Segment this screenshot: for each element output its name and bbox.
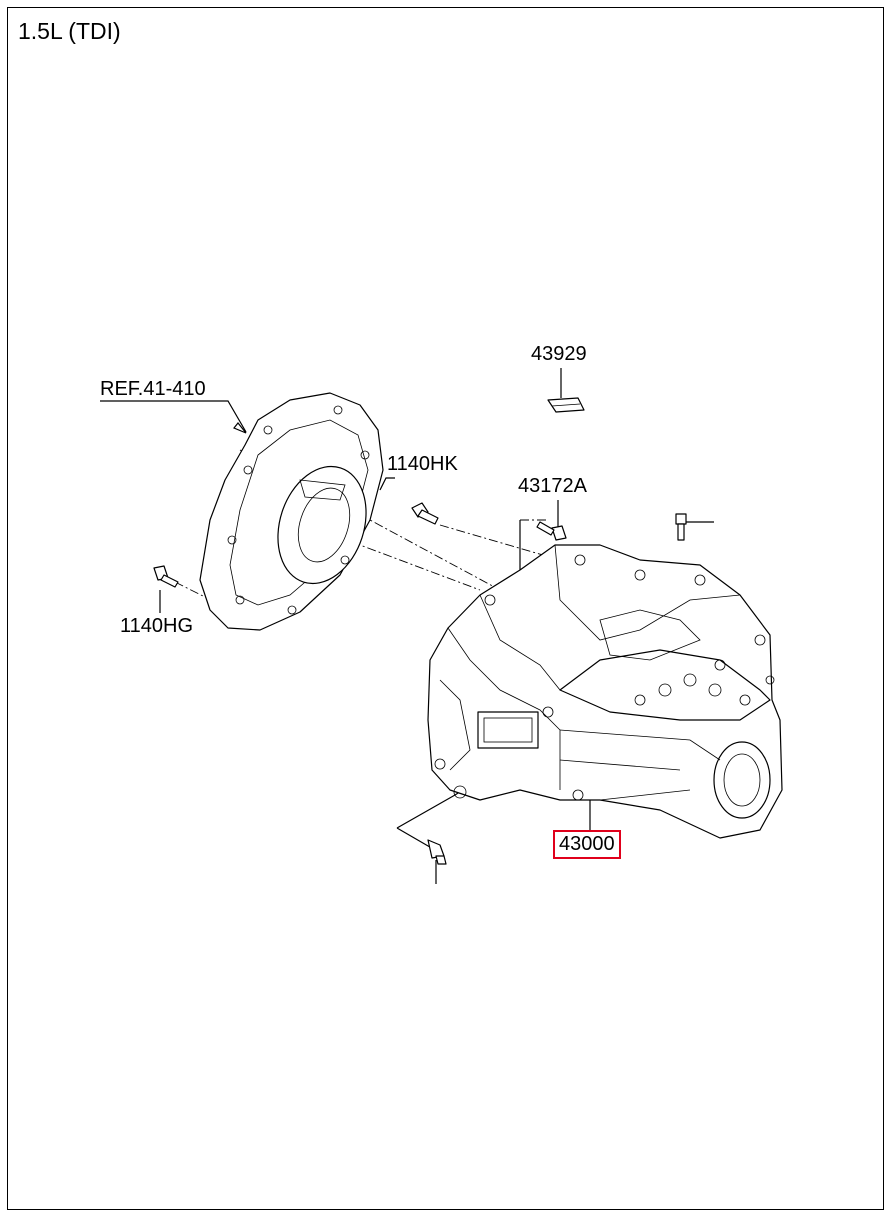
leader-lines — [100, 368, 714, 884]
bolt-1140hk — [411, 502, 439, 525]
transaxle-assembly — [427, 544, 783, 839]
label-ref-41-410: REF.41-410 — [100, 378, 206, 400]
label-1140hk: 1140HK — [387, 453, 458, 475]
bolt-upper-right — [675, 513, 687, 541]
label-1140hg: 1140HG — [120, 615, 194, 637]
label-43172a: 43172A — [518, 475, 587, 497]
clip-43929 — [547, 397, 585, 413]
leader-ref — [100, 400, 247, 433]
leader-1140hk — [379, 477, 395, 491]
bolt-lower — [427, 839, 447, 865]
diagram-title: 1.5L (TDI) — [18, 18, 121, 44]
label-43000-highlighted[interactable]: 43000 — [553, 830, 621, 859]
bolt-43172a — [536, 521, 567, 541]
bolt-1140hg — [153, 565, 179, 588]
label-43929: 43929 — [531, 343, 587, 365]
leader-lower-bolt — [396, 794, 456, 884]
diagram-frame — [7, 7, 884, 1210]
clutch-housing — [199, 392, 384, 631]
